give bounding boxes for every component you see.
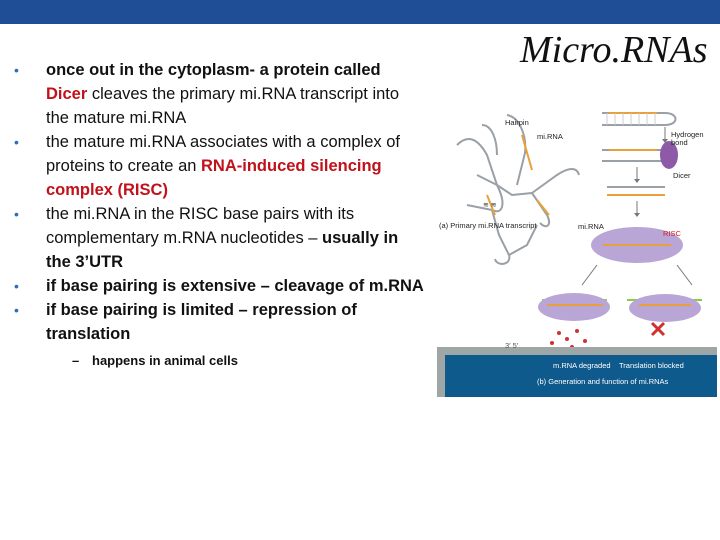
blocked-x [650, 321, 666, 337]
sub-bullet-text: happens in animal cells [92, 353, 238, 368]
limited-pairing [627, 294, 702, 322]
bullet-item: • the mi.RNA in the RISC base pairs with … [14, 202, 424, 274]
bullet-item: • if base pairing is limited – repression… [14, 298, 424, 370]
caption-b: (b) Generation and function of mi.RNAs [537, 377, 669, 386]
bullet-text: Dicer [46, 85, 88, 103]
label-poly: 3′ 5′ [505, 341, 519, 350]
sub-bullet-list: –happens in animal cells [72, 352, 424, 370]
caption-band [437, 347, 717, 397]
label-hydrogen-bond: Hydrogen bond [671, 130, 704, 147]
bullet-text: the mi.RNA in the RISC base pairs with i… [46, 205, 355, 247]
bullet-text: cleaves the primary mi.RNA transcript in… [46, 85, 400, 127]
dicer-protein [660, 141, 678, 169]
bullet-text: usually in the 3’UTR [46, 229, 399, 271]
label-mirna-top: mi.RNA [537, 132, 563, 141]
top-banner [0, 0, 720, 24]
bullet-text: RNA-induced silencing complex (RISC) [46, 157, 382, 199]
hairpin-duplex [602, 112, 677, 126]
label-translation-blocked: Translation blocked [619, 361, 684, 370]
primary-transcript-drawing [456, 114, 580, 265]
bullet-text: if base pairing is limited – repression … [46, 301, 357, 343]
mature-duplex [607, 186, 665, 196]
bullet-text: the mature mi.RNA associates with a comp… [46, 133, 400, 175]
degraded-fragments [550, 329, 587, 349]
bullet-dot: • [14, 62, 19, 78]
bullet-item: • the mature mi.RNA associates with a com… [14, 130, 424, 202]
risc-complex [591, 227, 683, 263]
slide-title: Micro.RNAs [520, 29, 708, 71]
label-mirna-mid: mi.RNA [578, 222, 604, 231]
bullet-dot: • [14, 206, 19, 222]
label-primary-transcript: (a) Primary mi.RNA transcript [439, 221, 537, 230]
poly-marker: ≋ ≋ [483, 202, 497, 209]
label-risc: RISC [663, 229, 681, 238]
bullet-dot: • [14, 302, 19, 318]
microrna-figure: ≋ ≋ [437, 95, 717, 397]
dicer-complex [602, 141, 678, 169]
label-hairpin: Hairpin [505, 118, 529, 127]
bullet-text: if base pairing is extensive – cleavage … [46, 277, 424, 295]
figure-drawing: ≋ ≋ [437, 112, 717, 397]
bullet-list: • once out in the cytoplasm- a protein ca… [14, 58, 424, 370]
primary-transcript-orange [486, 134, 550, 216]
bullet-item: • once out in the cytoplasm- a protein ca… [14, 58, 424, 130]
sub-bullet-dash: – [72, 353, 80, 368]
extensive-pairing [538, 293, 610, 321]
label-dicer: Dicer [673, 171, 691, 180]
bullet-dot: • [14, 134, 19, 150]
label-mrna-degraded: m.RNA degraded [553, 361, 611, 370]
bullet-dot: • [14, 278, 19, 294]
bullet-item: • if base pairing is extensive – cleavage… [14, 274, 424, 298]
bullet-text: once out in the cytoplasm- a protein cal… [46, 61, 381, 79]
sub-bullet-item: –happens in animal cells [72, 352, 424, 370]
